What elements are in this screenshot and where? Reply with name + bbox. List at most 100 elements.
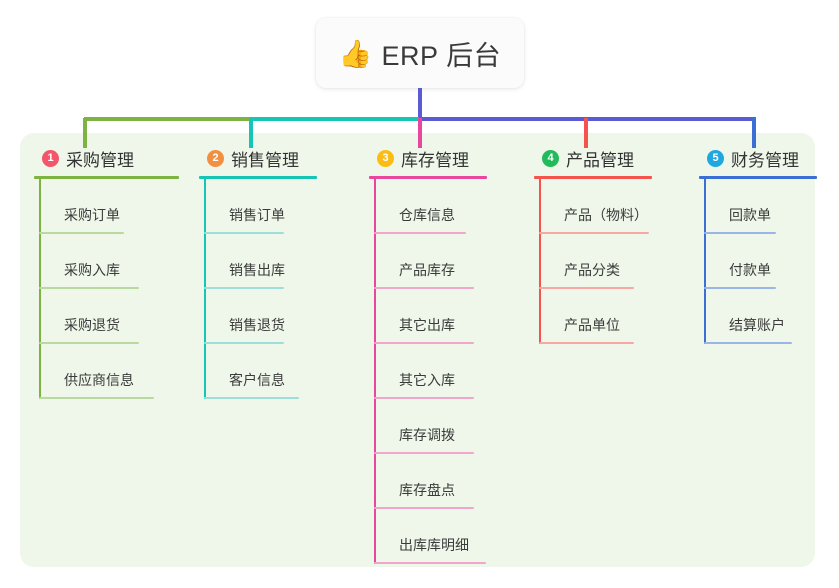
branch-number-badge: 3 bbox=[377, 149, 394, 167]
leaf-rule bbox=[39, 342, 139, 344]
leaf-label: 付款单 bbox=[729, 262, 771, 278]
leaf-label: 供应商信息 bbox=[64, 372, 134, 388]
leaf-item[interactable]: 销售退货 bbox=[199, 289, 317, 344]
leaf-label: 库存盘点 bbox=[399, 482, 455, 498]
branch-header-3[interactable]: 3 库存管理 bbox=[369, 145, 487, 171]
root-title: ERP 后台 bbox=[381, 40, 502, 71]
branch-header-rule bbox=[699, 176, 817, 179]
branch-title: 采购管理 bbox=[66, 150, 134, 170]
leaf-rule bbox=[704, 232, 776, 234]
leaf-item[interactable]: 付款单 bbox=[699, 234, 817, 289]
leaf-label: 结算账户 bbox=[729, 317, 785, 333]
branch-column-1: 1 采购管理采购订单采购入库采购退货供应商信息 bbox=[34, 145, 179, 399]
leaf-item[interactable]: 产品（物料） bbox=[534, 179, 652, 234]
branch-spine bbox=[704, 179, 706, 344]
leaf-label: 仓库信息 bbox=[399, 207, 455, 223]
leaf-label: 库存调拨 bbox=[399, 427, 455, 443]
branch-header-rule bbox=[534, 176, 652, 179]
leaf-label: 客户信息 bbox=[229, 372, 285, 388]
leaf-item[interactable]: 产品库存 bbox=[369, 234, 487, 289]
leaf-rule bbox=[374, 562, 486, 564]
leaf-item[interactable]: 产品分类 bbox=[534, 234, 652, 289]
branch-title: 产品管理 bbox=[566, 150, 634, 170]
branch-spine bbox=[374, 179, 376, 564]
leaf-rule bbox=[539, 287, 634, 289]
leaf-rule bbox=[374, 452, 474, 454]
leaf-item[interactable]: 采购入库 bbox=[34, 234, 179, 289]
leaf-rule bbox=[204, 287, 284, 289]
leaf-label: 其它出库 bbox=[399, 317, 455, 333]
leaf-rule bbox=[374, 507, 474, 509]
branch-spine bbox=[539, 179, 541, 344]
leaf-label: 产品单位 bbox=[564, 317, 620, 333]
leaf-label: 采购退货 bbox=[64, 317, 120, 333]
branch-title: 库存管理 bbox=[401, 150, 469, 170]
leaf-item[interactable]: 采购退货 bbox=[34, 289, 179, 344]
branch-leaf-list: 销售订单销售出库销售退货客户信息 bbox=[199, 179, 317, 399]
branch-column-4: 4 产品管理产品（物料） 产品分类产品单位 bbox=[534, 145, 652, 344]
leaf-rule bbox=[539, 342, 634, 344]
leaf-rule bbox=[204, 342, 284, 344]
branch-header-rule bbox=[199, 176, 317, 179]
branch-header-4[interactable]: 4 产品管理 bbox=[534, 145, 652, 171]
leaf-item[interactable]: 供应商信息 bbox=[34, 344, 179, 399]
leaf-rule bbox=[39, 232, 124, 234]
branches-panel bbox=[20, 133, 815, 567]
leaf-item[interactable]: 回款单 bbox=[699, 179, 817, 234]
branch-header-1[interactable]: 1 采购管理 bbox=[34, 145, 179, 171]
leaf-label: 出库库明细 bbox=[399, 537, 469, 553]
leaf-label: 采购入库 bbox=[64, 262, 120, 278]
leaf-label: 销售订单 bbox=[229, 207, 285, 223]
leaf-item[interactable]: 结算账户 bbox=[699, 289, 817, 344]
branch-spine bbox=[39, 179, 41, 399]
branch-leaf-list: 采购订单采购入库采购退货供应商信息 bbox=[34, 179, 179, 399]
branch-header-5[interactable]: 5 财务管理 bbox=[699, 145, 817, 171]
leaf-item[interactable]: 库存盘点 bbox=[369, 454, 487, 509]
branch-leaf-list: 回款单付款单结算账户 bbox=[699, 179, 817, 344]
leaf-label: 产品库存 bbox=[399, 262, 455, 278]
leaf-label: 采购订单 bbox=[64, 207, 120, 223]
leaf-rule bbox=[374, 397, 474, 399]
leaf-rule bbox=[374, 287, 474, 289]
branch-header-rule bbox=[369, 176, 487, 179]
leaf-item[interactable]: 客户信息 bbox=[199, 344, 317, 399]
leaf-rule bbox=[374, 342, 474, 344]
leaf-rule bbox=[704, 342, 792, 344]
branch-column-5: 5 财务管理回款单付款单结算账户 bbox=[699, 145, 817, 344]
leaf-item[interactable]: 仓库信息 bbox=[369, 179, 487, 234]
leaf-item[interactable]: 采购订单 bbox=[34, 179, 179, 234]
leaf-label: 产品（物料） bbox=[564, 207, 648, 223]
leaf-item[interactable]: 其它入库 bbox=[369, 344, 487, 399]
leaf-item[interactable]: 销售订单 bbox=[199, 179, 317, 234]
leaf-rule bbox=[39, 287, 139, 289]
leaf-rule bbox=[539, 232, 649, 234]
branch-title: 销售管理 bbox=[231, 150, 299, 170]
leaf-item[interactable]: 销售出库 bbox=[199, 234, 317, 289]
leaf-rule bbox=[39, 397, 154, 399]
leaf-item[interactable]: 出库库明细 bbox=[369, 509, 487, 564]
leaf-rule bbox=[204, 232, 284, 234]
branch-leaf-list: 产品（物料） 产品分类产品单位 bbox=[534, 179, 652, 344]
leaf-item[interactable]: 库存调拨 bbox=[369, 399, 487, 454]
leaf-item[interactable]: 其它出库 bbox=[369, 289, 487, 344]
branch-number-badge: 1 bbox=[42, 149, 59, 167]
branch-spine bbox=[204, 179, 206, 399]
leaf-rule bbox=[374, 232, 466, 234]
branch-number-badge: 4 bbox=[542, 149, 559, 167]
leaf-label: 销售退货 bbox=[229, 317, 285, 333]
leaf-rule bbox=[204, 397, 299, 399]
root-node[interactable]: 👍 ERP 后台 bbox=[316, 18, 524, 88]
leaf-label: 产品分类 bbox=[564, 262, 620, 278]
leaf-item[interactable]: 产品单位 bbox=[534, 289, 652, 344]
branch-title: 财务管理 bbox=[731, 150, 799, 170]
thumbs-up-icon: 👍 bbox=[338, 38, 373, 69]
leaf-label: 其它入库 bbox=[399, 372, 455, 388]
branch-column-3: 3 库存管理仓库信息产品库存其它出库其它入库库存调拨库存盘点出库库明细 bbox=[369, 145, 487, 564]
leaf-label: 销售出库 bbox=[229, 262, 285, 278]
branch-header-rule bbox=[34, 176, 179, 179]
branch-number-badge: 5 bbox=[707, 149, 724, 167]
leaf-rule bbox=[704, 287, 776, 289]
